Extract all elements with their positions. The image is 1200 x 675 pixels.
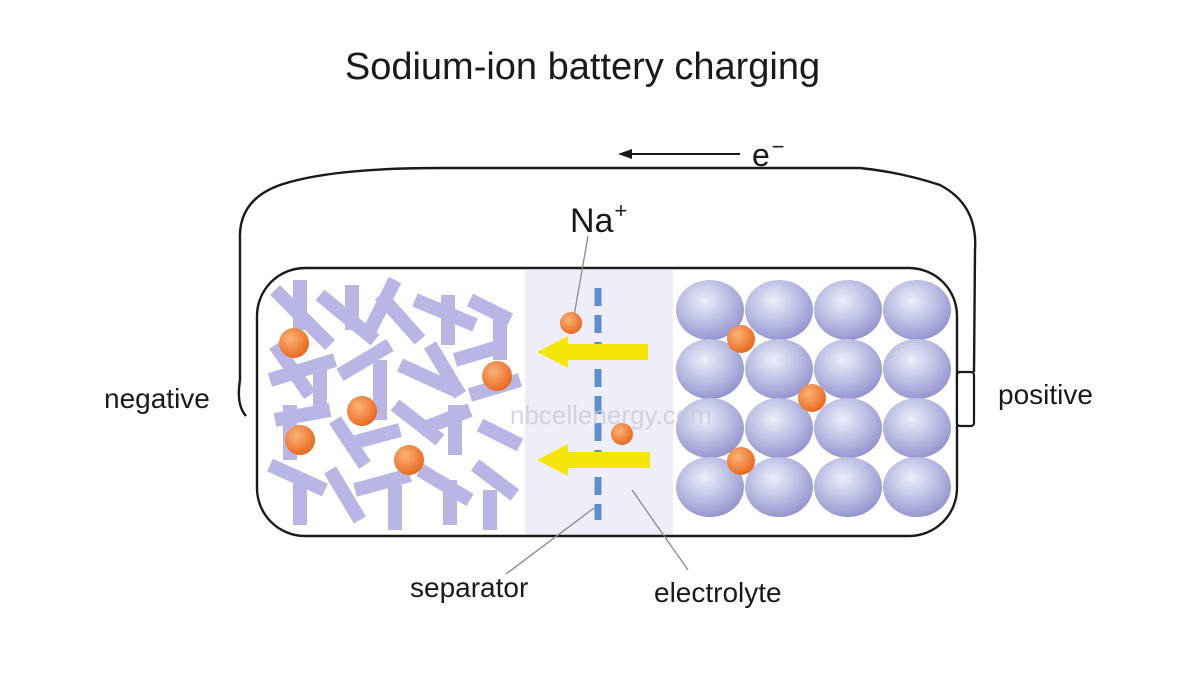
sodium-ion xyxy=(798,384,826,412)
sodium-ion xyxy=(727,447,755,475)
cathode-sphere xyxy=(676,280,744,340)
sodium-ions xyxy=(279,312,826,475)
ion-flow-arrow-bottom xyxy=(537,444,650,476)
anode-material xyxy=(267,276,524,530)
cathode-sphere xyxy=(814,457,882,517)
sodium-ion xyxy=(347,396,377,426)
na-ion-symbol: Na xyxy=(570,202,614,240)
watermark-text: nbcellenergy.com xyxy=(510,400,712,430)
cathode-sphere xyxy=(676,339,744,399)
sodium-ion xyxy=(482,361,512,391)
sodium-ion xyxy=(560,312,582,334)
na-ion-charge: + xyxy=(614,198,627,223)
electrolyte-label: electrolyte xyxy=(654,577,782,608)
electron-symbol: e xyxy=(752,137,770,173)
cathode-sphere xyxy=(745,457,813,517)
cathode-sphere xyxy=(814,339,882,399)
na-ion-leader-line xyxy=(573,235,589,317)
sodium-ion xyxy=(285,425,315,455)
cathode-sphere xyxy=(676,457,744,517)
cathode-sphere xyxy=(745,339,813,399)
electrolyte-leader-line xyxy=(631,489,689,571)
sodium-ion xyxy=(279,328,309,358)
negative-label: negative xyxy=(104,383,210,414)
positive-terminal xyxy=(955,370,976,428)
cathode-sphere xyxy=(814,398,882,458)
positive-label: positive xyxy=(998,379,1093,410)
electron-flow-arrow xyxy=(618,149,740,159)
sodium-ion xyxy=(727,325,755,353)
external-circuit-wire xyxy=(237,166,977,417)
sodium-ion xyxy=(394,445,424,475)
cathode-sphere xyxy=(883,339,951,399)
na-ion-label: Na+ xyxy=(570,198,627,240)
diagram-title: Sodium-ion battery charging xyxy=(344,46,821,88)
separator-label: separator xyxy=(410,572,528,603)
ion-flow-arrows xyxy=(537,336,650,476)
electron-label: e− xyxy=(752,134,785,173)
cathode-sphere xyxy=(814,280,882,340)
cathode-sphere xyxy=(745,280,813,340)
cathode-sphere xyxy=(883,457,951,517)
cathode-sphere xyxy=(883,280,951,340)
separator-leader-line xyxy=(505,507,595,575)
ion-flow-arrow-top xyxy=(537,336,648,368)
cathode-sphere xyxy=(883,398,951,458)
sodium-ion xyxy=(611,423,633,445)
electron-charge: − xyxy=(772,134,785,159)
cathode-sphere xyxy=(676,398,744,458)
cathode-material xyxy=(676,280,951,517)
cathode-sphere xyxy=(745,398,813,458)
